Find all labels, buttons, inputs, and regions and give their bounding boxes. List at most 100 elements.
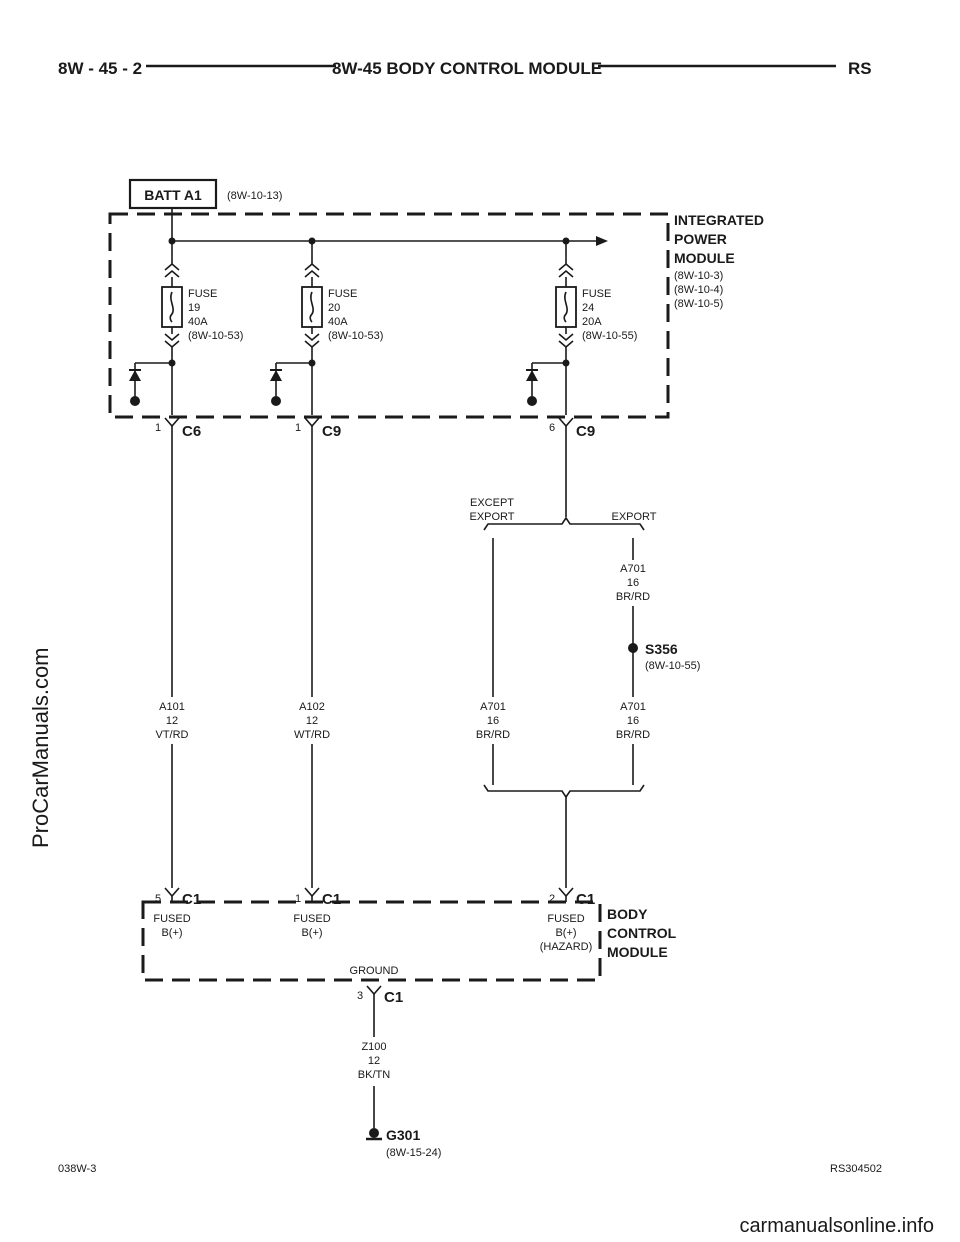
pin-number: 1: [295, 422, 301, 434]
connector-name: C1: [322, 891, 341, 908]
bcm-connector-c1-5: 5 C1 FUSED B(+): [153, 887, 201, 939]
connector-name: C9: [576, 423, 595, 440]
connector-name: C1: [384, 989, 403, 1006]
fuse-label: 20: [328, 302, 340, 314]
wire-label: A701: [620, 701, 646, 713]
wire-label: VT/RD: [156, 729, 189, 741]
fuse-label: 40A: [188, 316, 208, 328]
batt-box: [128, 178, 218, 210]
footer-left-code: 038W-3: [58, 1163, 96, 1175]
fuse-24-circuit: FUSE 24 20A (8W-10-55): [526, 241, 637, 415]
pin-number: 1: [295, 893, 301, 905]
pin-desc: B(+): [161, 927, 182, 939]
fuse-label: (8W-10-53): [328, 330, 383, 342]
ground-dot-icon: [271, 396, 281, 406]
fuse-label: 19: [188, 302, 200, 314]
wire-label: A101: [159, 701, 185, 713]
splice-dot-icon: [628, 643, 638, 653]
ipm-bus-bar: [168, 236, 608, 246]
fuse-label: FUSE: [328, 288, 357, 300]
bcm-title-line: MODULE: [607, 944, 668, 960]
footer-right-code: RS304502: [830, 1163, 882, 1175]
ipm-outline: [108, 212, 670, 419]
bcm-ground-pin: GROUND 3 C1: [350, 965, 404, 1006]
side-watermark: ProCarManuals.com: [28, 647, 53, 848]
splice-ref: (8W-10-55): [645, 660, 700, 672]
splice-name: S356: [645, 641, 678, 657]
wire-label: Z100: [361, 1041, 386, 1053]
pin-desc: FUSED: [547, 913, 584, 925]
ipm-title-line: INTEGRATED: [674, 212, 764, 228]
fuse-label: (8W-10-53): [188, 330, 243, 342]
fuse-label: 40A: [328, 316, 348, 328]
ground-dot-icon: [527, 396, 537, 406]
pin-desc: (HAZARD): [540, 941, 593, 953]
wire-label: WT/RD: [294, 729, 330, 741]
option-label: EXPORT: [611, 511, 656, 523]
ipm-ref: (8W-10-4): [674, 284, 723, 296]
diode-icon: [526, 370, 538, 381]
connector-name: C1: [182, 891, 201, 908]
wire-label: BR/RD: [616, 591, 650, 603]
fuse-label: 24: [582, 302, 594, 314]
ipm-connector-c6: 1 C6: [155, 417, 201, 440]
bcm-connector-c1-2: 2 C1 FUSED B(+) (HAZARD): [540, 887, 595, 953]
connector-name: C9: [322, 423, 341, 440]
wire-label: 16: [487, 715, 499, 727]
pin-desc: B(+): [301, 927, 322, 939]
wire-a701-except-export: A701 16 BR/RD: [476, 538, 510, 785]
wire-label: 12: [166, 715, 178, 727]
bcm-title-line: BODY: [607, 906, 648, 922]
wire-label: BR/RD: [616, 729, 650, 741]
pin-desc: FUSED: [293, 913, 330, 925]
connector-name: C6: [182, 423, 201, 440]
batt-ref: (8W-10-13): [227, 190, 282, 202]
bcm-connector-c1-1: 1 C1 FUSED B(+): [293, 887, 341, 939]
ipm-title-line: MODULE: [674, 250, 735, 266]
ground-ref: (8W-15-24): [386, 1147, 441, 1159]
bcm-title-line: CONTROL: [607, 925, 677, 941]
ground-pin-label: GROUND: [350, 965, 399, 977]
diode-icon: [270, 370, 282, 381]
wire-label: BK/TN: [358, 1069, 390, 1081]
wire-a102: A102 12 WT/RD: [294, 426, 330, 888]
wire-label: BR/RD: [476, 729, 510, 741]
pin-number: 3: [357, 990, 363, 1002]
wire-a101: A101 12 VT/RD: [156, 426, 189, 888]
ground-dot-icon: [130, 396, 140, 406]
section-code: RS: [848, 59, 872, 78]
ground-name: G301: [386, 1127, 420, 1143]
batt-label: BATT A1: [144, 187, 202, 203]
option-split: EXCEPT EXPORT EXPORT: [469, 426, 657, 531]
pin-number: 2: [549, 893, 555, 905]
option-label: EXPORT: [469, 511, 514, 523]
fuse-label: FUSE: [582, 288, 611, 300]
option-join: [483, 784, 645, 888]
ground-icon: [369, 1128, 379, 1138]
pin-number: 6: [549, 422, 555, 434]
wire-label: 16: [627, 715, 639, 727]
pin-desc: B(+): [555, 927, 576, 939]
fuse-label: (8W-10-55): [582, 330, 637, 342]
page-header: 8W - 45 - 2 8W-45 BODY CONTROL MODULE RS: [58, 59, 872, 78]
wire-label: A701: [620, 563, 646, 575]
diode-icon: [129, 370, 141, 381]
wire-a701-export: A701 16 BR/RD S356 (8W-10-55) A701 16 BR…: [616, 538, 700, 785]
pin-number: 1: [155, 422, 161, 434]
ground-g301: G301 (8W-15-24): [366, 1127, 441, 1159]
ipm-ref: (8W-10-5): [674, 298, 723, 310]
ipm-connector-c9-1: 1 C9: [295, 417, 341, 440]
wire-label: 12: [306, 715, 318, 727]
fuse-19-circuit: FUSE 19 40A (8W-10-53): [129, 241, 243, 415]
fuse-label: 20A: [582, 316, 602, 328]
wire-z100: Z100 12 BK/TN: [358, 994, 390, 1128]
wire-label: 12: [368, 1055, 380, 1067]
wire-label: 16: [627, 577, 639, 589]
ipm-title-line: POWER: [674, 231, 727, 247]
ipm-connector-c9-6: 6 C9: [549, 417, 595, 440]
bcm-outline: [141, 900, 602, 982]
option-label: EXCEPT: [470, 497, 514, 509]
page-footer: 038W-3 RS304502: [58, 1163, 882, 1175]
bottom-watermark: carmanualsonline.info: [739, 1215, 934, 1237]
